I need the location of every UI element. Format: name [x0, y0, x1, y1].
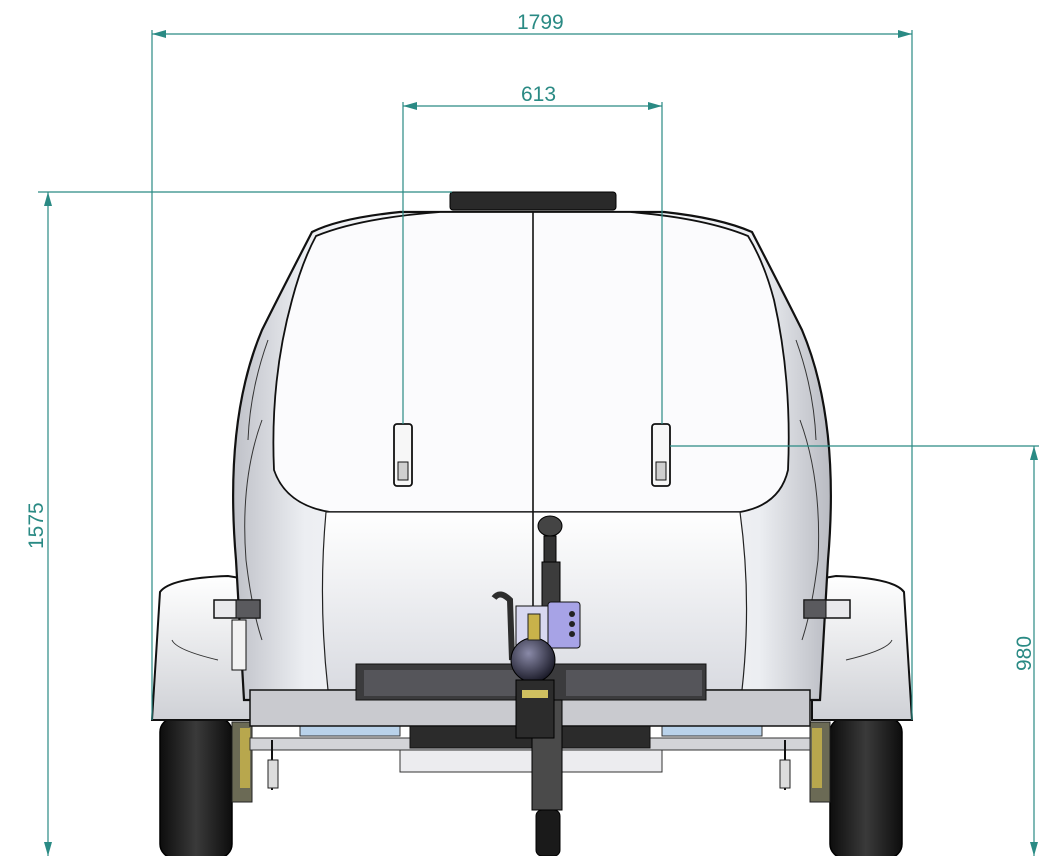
- dimension-handle-height: [670, 445, 1039, 856]
- left-handle: [393, 423, 413, 487]
- roof-vent: [449, 191, 617, 211]
- right-wheel: [809, 717, 903, 856]
- tow-hitch: [491, 591, 556, 739]
- dimension-handle-spacing: [402, 102, 663, 424]
- right-handle: [651, 423, 671, 487]
- dimension-label-overall-height: 1575: [25, 502, 48, 549]
- dimension-label-overall-width: 1799: [517, 11, 564, 34]
- left-wheel: [159, 717, 253, 856]
- dimension-label-handle-spacing: 613: [521, 83, 557, 106]
- left-marker-light: [213, 599, 261, 671]
- dimension-overall-width: [151, 30, 913, 720]
- dimension-overall-height: [38, 191, 452, 856]
- axle-assembly: [249, 725, 811, 790]
- dimension-label-handle-height: 980: [1013, 635, 1036, 671]
- jockey-wheel: [531, 515, 563, 856]
- right-fender: [811, 574, 914, 721]
- right-marker-light: [803, 599, 851, 619]
